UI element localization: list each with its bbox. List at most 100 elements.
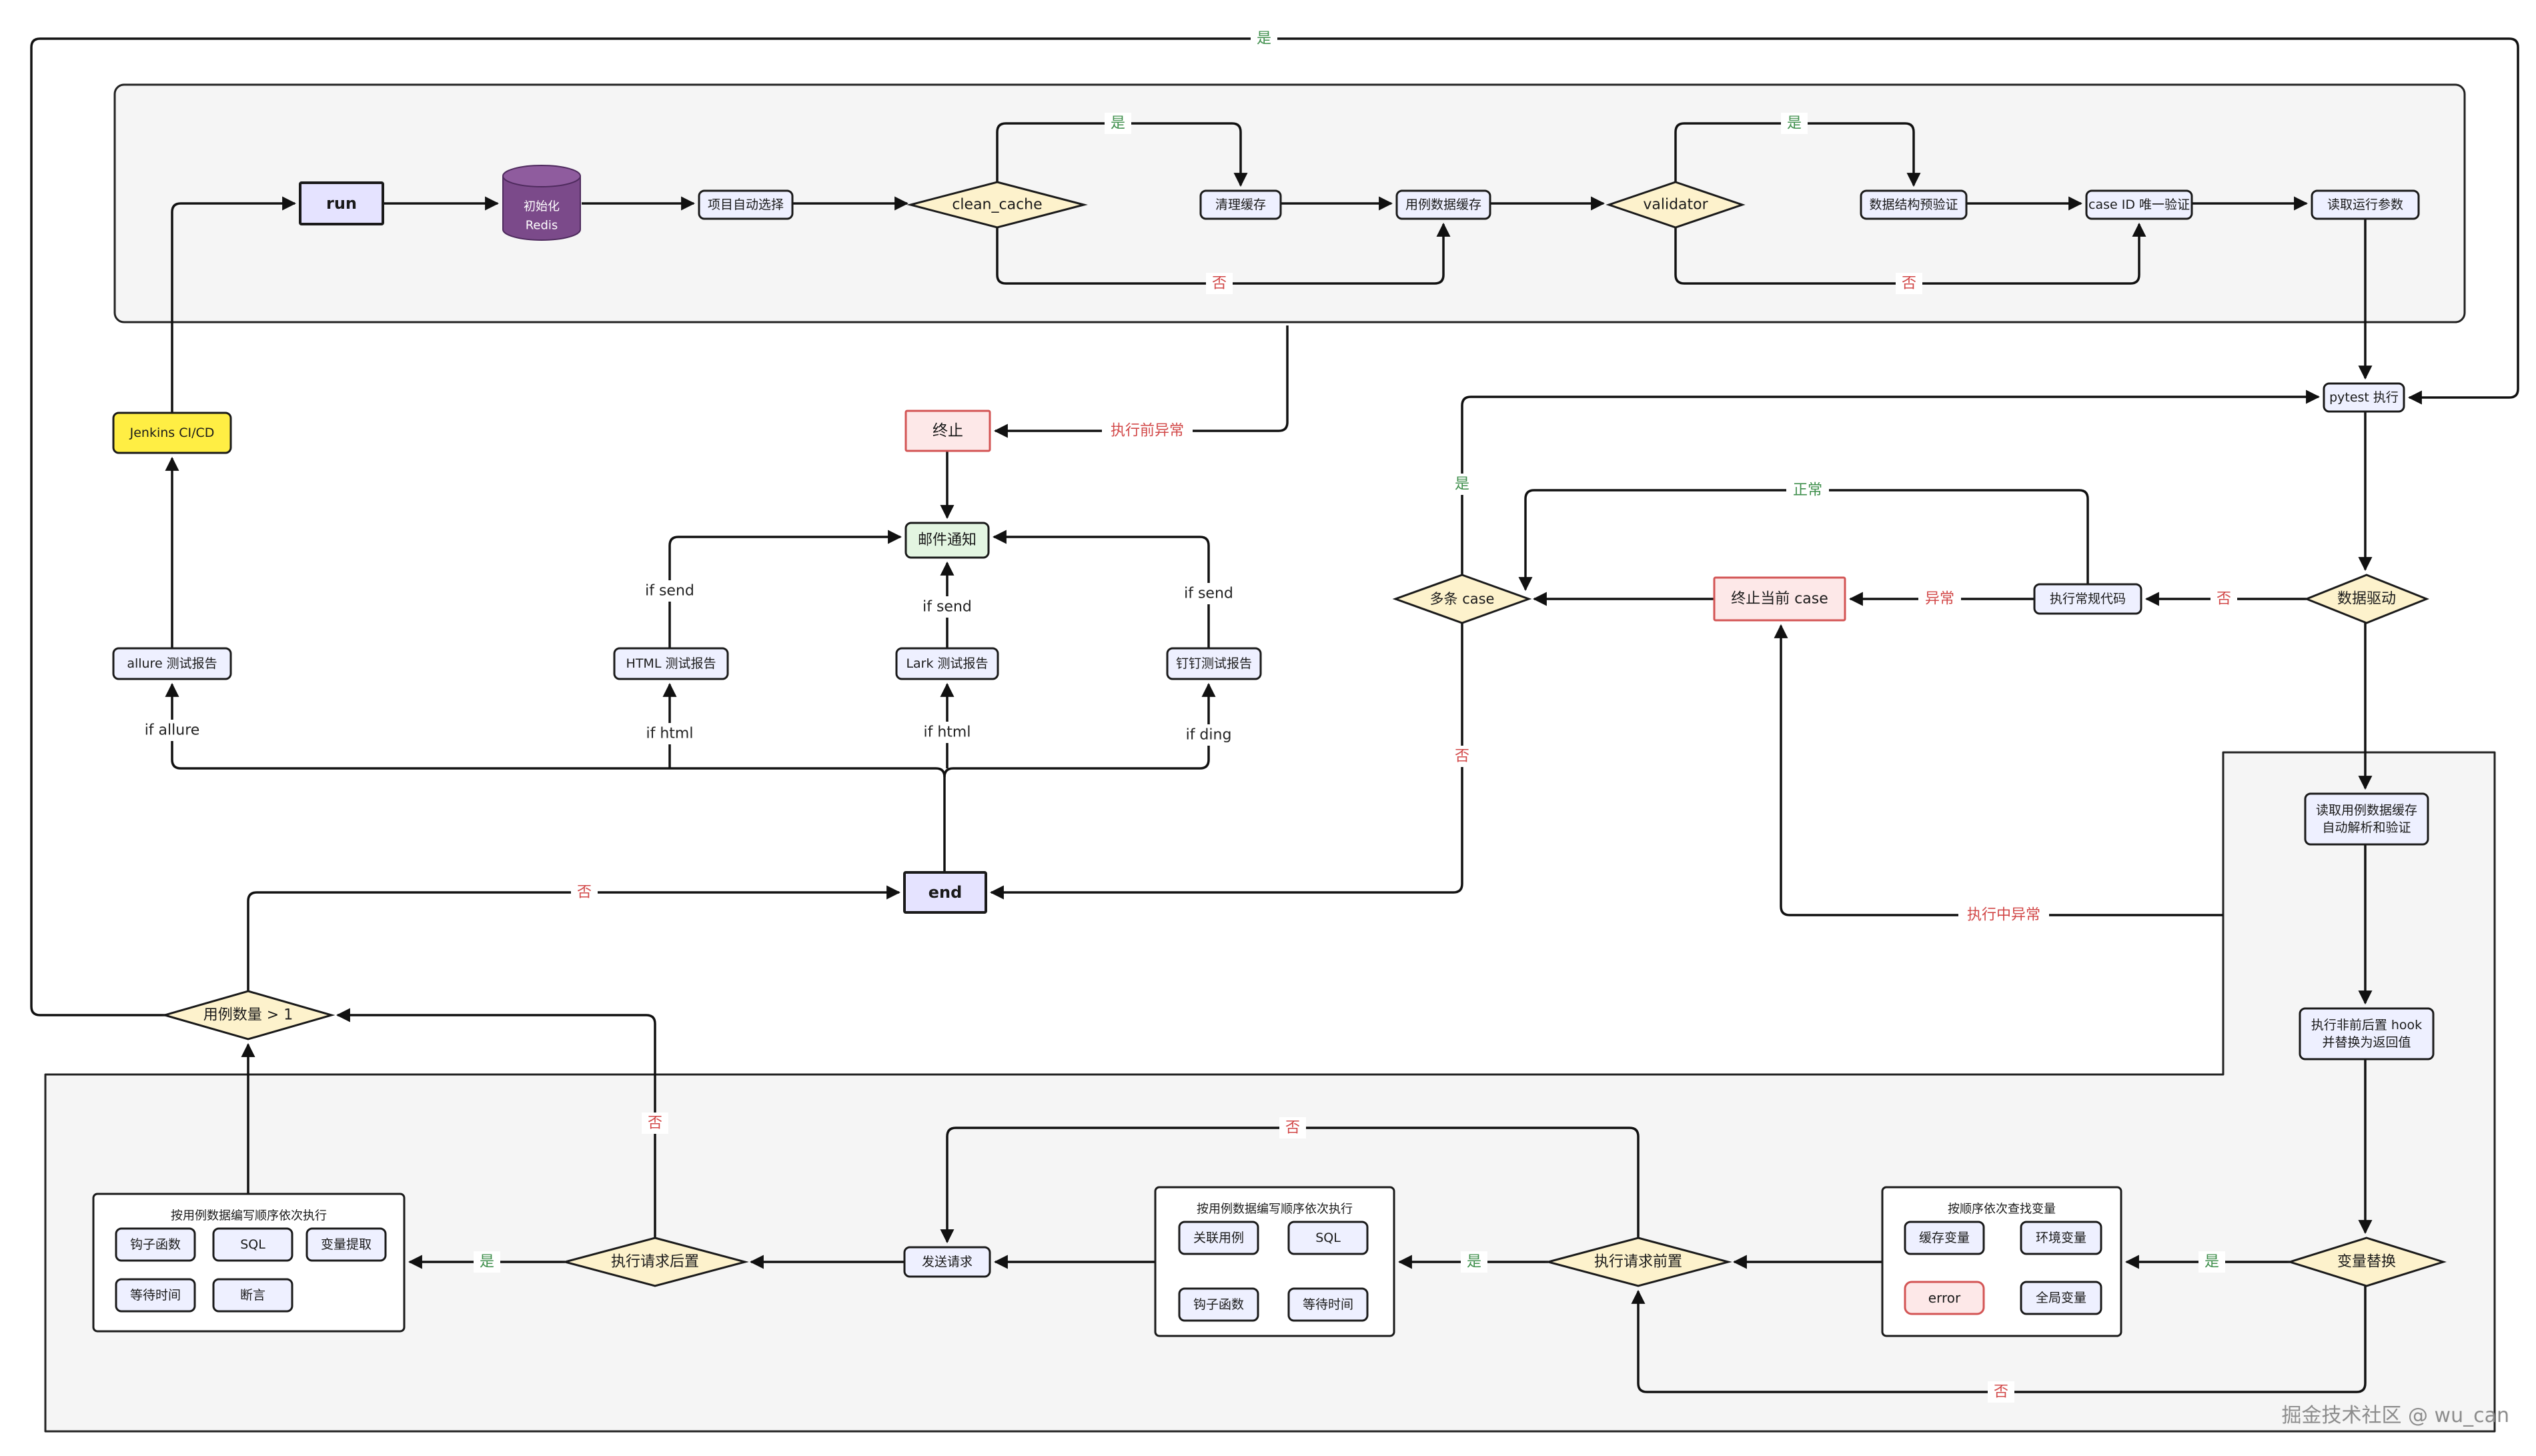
hook-func-pre-node-shape	[1178, 1287, 1259, 1322]
edge-label-text: 正常	[1793, 482, 1822, 499]
validator-decision-label: validator	[1643, 197, 1708, 213]
pytest-run-node-label: pytest 执行	[2329, 390, 2399, 405]
edge-label-text: 否	[648, 1115, 662, 1132]
edge-normal-multicase	[1518, 489, 2089, 592]
var-extract-node[interactable]: 变量提取	[305, 1227, 387, 1262]
related-case-node[interactable]: 关联用例	[1178, 1221, 1259, 1255]
var-replace-decision-label: 变量替换	[2337, 1254, 2396, 1271]
mail-node-shape	[904, 522, 990, 559]
read-params-node[interactable]: 读取运行参数	[2311, 189, 2420, 220]
normal-code-node[interactable]: 执行常规代码	[2033, 583, 2142, 615]
terminate-node[interactable]: 终止	[904, 410, 991, 452]
edge-label-text: if ding	[1186, 727, 1232, 744]
hook-func-pre-node[interactable]: 钩子函数	[1178, 1287, 1259, 1322]
edge-label-text: if allure	[145, 722, 200, 739]
edge-label-clean-yes: 是	[1105, 113, 1131, 134]
sql-pre-node-label: SQL	[1315, 1231, 1341, 1245]
edge-label-bg	[1251, 28, 1277, 49]
schema-check-node[interactable]: 数据结构预验证	[1860, 189, 1968, 220]
cache-var-node[interactable]: 缓存变量	[1904, 1221, 1985, 1255]
mail-node[interactable]: 邮件通知	[904, 522, 990, 559]
clear-cache-node[interactable]: 清理缓存	[1199, 189, 1282, 220]
edge-label-bg	[1279, 1117, 1306, 1139]
project-select-node[interactable]: 项目自动选择	[698, 189, 794, 220]
case-cache-node[interactable]: 用例数据缓存	[1395, 189, 1491, 220]
lark-report-node[interactable]: Lark 测试报告	[895, 647, 999, 680]
pytest-run-node[interactable]: pytest 执行	[2323, 382, 2405, 413]
edge-label-if-ding: if ding	[1147, 724, 1270, 746]
var-extract-node-label: 变量提取	[321, 1237, 372, 1252]
pre-request-decision[interactable]: 执行请求前置	[1544, 1237, 1732, 1287]
edge-label-text: if send	[1184, 586, 1233, 602]
edge-label-text: 是	[1467, 1254, 1481, 1271]
pre-request-decision-label: 执行请求前置	[1594, 1254, 1682, 1271]
edge-label-post-no: 否	[642, 1113, 668, 1134]
sql-pre-node[interactable]: SQL	[1287, 1221, 1369, 1255]
ding-report-node[interactable]: 钉钉测试报告	[1166, 647, 1262, 680]
sql-pre-node-shape	[1287, 1221, 1369, 1255]
clean-cache-decision[interactable]: clean_cache	[906, 181, 1088, 229]
edge-html-mail	[668, 530, 902, 648]
edge-label-text: 是	[1455, 476, 1469, 493]
edge-end-ding	[943, 682, 1216, 778]
jenkins-node-shape	[112, 412, 232, 454]
hook-func-post-node[interactable]: 钩子函数	[115, 1227, 196, 1262]
edge-label-text: 否	[1994, 1384, 2008, 1401]
edge-label-text: 否	[1212, 275, 1227, 292]
lark-report-node-shape	[895, 647, 999, 680]
edge-label-bg	[1461, 1251, 1487, 1273]
edge-label-pre-no: 否	[1279, 1117, 1306, 1139]
case-count-decision[interactable]: 用例数量 > 1	[161, 990, 336, 1040]
lark-report-node-label: Lark 测试报告	[906, 656, 988, 671]
edge-label-var-yes: 是	[2198, 1251, 2225, 1273]
stop-case-node[interactable]: 终止当前 case	[1713, 576, 1846, 622]
clean-cache-decision-label: clean_cache	[952, 197, 1042, 213]
allure-report-node-label: allure 测试报告	[127, 656, 217, 671]
html-report-node-shape	[613, 647, 729, 680]
var-replace-decision[interactable]: 变量替换	[2286, 1237, 2447, 1287]
terminate-node-shape	[904, 410, 991, 452]
send-request-node[interactable]: 发送请求	[903, 1246, 991, 1278]
error-node[interactable]: error	[1904, 1281, 1985, 1315]
html-report-node[interactable]: HTML 测试报告	[613, 647, 729, 680]
edge-label-bg	[886, 722, 1009, 743]
edge-label-text: if html	[924, 724, 971, 741]
data-driven-decision[interactable]: 数据驱动	[2303, 574, 2430, 624]
case-cache-node-label: 用例数据缓存	[1405, 197, 1481, 212]
allure-report-node[interactable]: allure 测试报告	[112, 647, 232, 680]
case-count-decision-shape	[161, 990, 336, 1040]
read-case-node-shape	[2304, 792, 2429, 846]
edge-label-top-yes: 是	[1251, 28, 1277, 49]
edge-label-text: if html	[646, 726, 694, 742]
jenkins-node[interactable]: Jenkins CI/CD	[112, 412, 232, 454]
validator-decision[interactable]: validator	[1606, 181, 1746, 229]
clean-cache-decision-shape	[906, 181, 1088, 229]
env-var-node[interactable]: 环境变量	[2020, 1221, 2102, 1255]
wait-post-node[interactable]: 等待时间	[115, 1278, 196, 1313]
wait-pre-node[interactable]: 等待时间	[1287, 1287, 1369, 1322]
run-node[interactable]: run	[299, 181, 384, 225]
edge-label-text: 否	[2216, 591, 2231, 608]
edge-label-text: 是	[1257, 31, 1271, 47]
edge-label-text: if send	[645, 583, 694, 600]
wait-pre-node-shape	[1287, 1287, 1369, 1322]
edge-label-if-send-html: if send	[608, 580, 731, 602]
edge-label-bg	[608, 580, 731, 602]
normal-code-node-shape	[2033, 583, 2142, 615]
jenkins-node-label: Jenkins CI/CD	[129, 426, 215, 440]
global-var-node[interactable]: 全局变量	[2020, 1281, 2102, 1315]
post-request-decision[interactable]: 执行请求后置	[561, 1237, 749, 1287]
edge-label-if-html-1: if html	[608, 723, 731, 744]
end-node[interactable]: end	[903, 871, 987, 914]
multi-case-decision[interactable]: 多条 case	[1392, 574, 1532, 624]
assert-node[interactable]: 断言	[212, 1278, 293, 1313]
edge-label-text: 否	[1902, 275, 1916, 292]
run-node-shape	[299, 181, 384, 225]
caseid-check-node[interactable]: case ID 唯一验证	[2085, 189, 2193, 220]
ding-report-node-shape	[1166, 647, 1262, 680]
sql-post-node[interactable]: SQL	[212, 1227, 293, 1262]
edge-label-post-yes: 是	[474, 1251, 500, 1273]
